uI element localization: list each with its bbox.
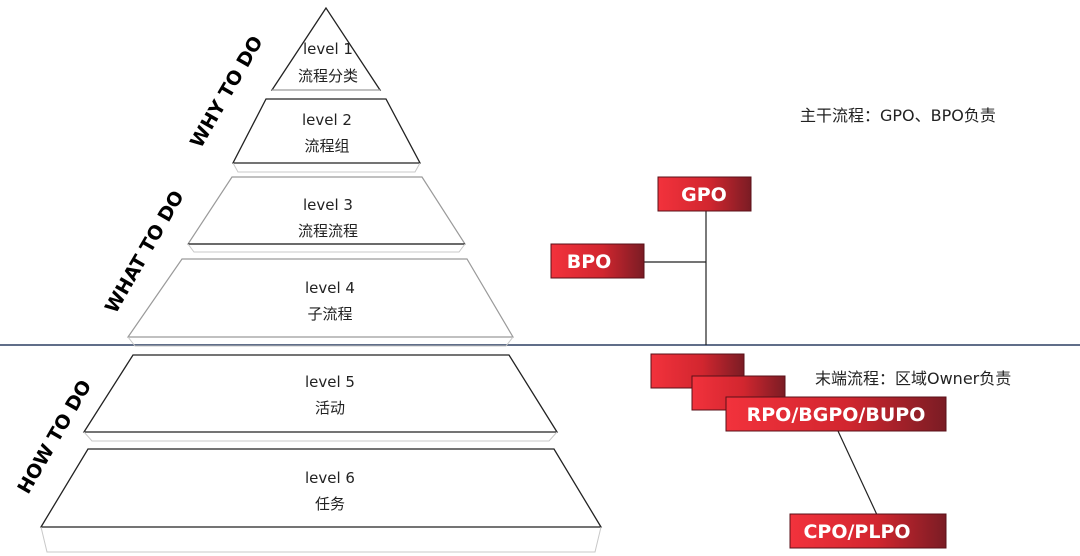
level-2-label: level 2 xyxy=(302,111,352,129)
pyramid-level-1: level 1 流程分类 xyxy=(270,6,382,91)
connector-lines xyxy=(644,211,879,518)
bpo-box: BPO xyxy=(550,243,645,279)
level-5-label: level 5 xyxy=(305,373,355,391)
pyramid-level-3: level 3 流程流程 xyxy=(186,176,467,253)
gpo-label: GPO xyxy=(681,184,727,206)
level-1-name: 流程分类 xyxy=(298,67,358,85)
level-1-label: level 1 xyxy=(303,40,353,58)
pyramid-level-6: level 6 任务 xyxy=(39,448,603,553)
backbone-process-note: 主干流程：GPO、BPO负责 xyxy=(800,106,996,125)
level-3-name: 流程流程 xyxy=(298,222,358,240)
bpo-label: BPO xyxy=(567,251,612,273)
level-4-name: 子流程 xyxy=(307,305,352,323)
level-4-label: level 4 xyxy=(305,279,355,297)
level-5-name: 活动 xyxy=(315,399,345,417)
cpo-label: CPO/PLPO xyxy=(803,521,910,543)
gpo-box: GPO xyxy=(657,176,752,212)
level-6-name: 任务 xyxy=(315,495,345,513)
pyramid-level-2: level 2 流程组 xyxy=(231,98,422,173)
regional-owner-stack: RPO/BGPO/BUPO xyxy=(650,353,947,432)
level-6-label: level 6 xyxy=(305,469,355,487)
level-2-name: 流程组 xyxy=(304,137,349,155)
cpo-box: CPO/PLPO xyxy=(789,513,947,549)
level-3-label: level 3 xyxy=(303,196,353,214)
rpo-label: RPO/BGPO/BUPO xyxy=(747,404,926,426)
pyramid-level-5: level 5 活动 xyxy=(82,354,559,442)
terminal-process-note: 末端流程：区域Owner负责 xyxy=(815,369,1011,388)
pyramid-level-4: level 4 子流程 xyxy=(126,258,515,347)
